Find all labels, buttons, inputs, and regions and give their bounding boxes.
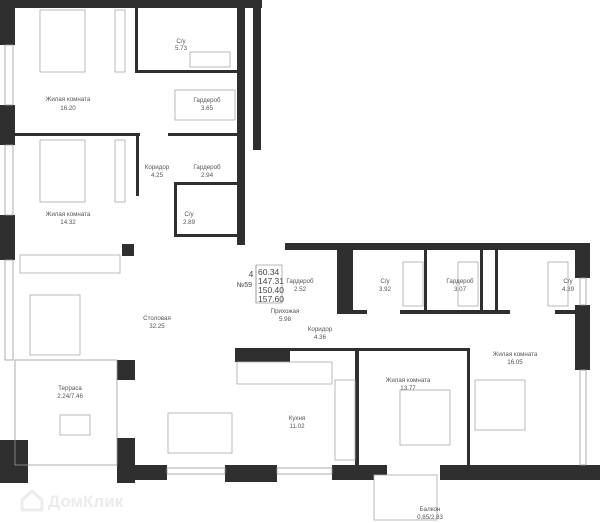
room-name: Коридор — [145, 164, 170, 171]
room-area: 16.05 — [507, 359, 523, 366]
fixtures — [4, 9, 587, 521]
info-rooms: 4 — [249, 269, 254, 279]
room-name: Коридор — [308, 326, 333, 333]
room-name: С/у — [176, 38, 186, 45]
room-name: Прихожая — [271, 308, 300, 315]
room-name: Гардероб — [193, 164, 221, 171]
room-area: 3.65 — [201, 105, 214, 112]
room-area: 2.24/7.46 — [57, 393, 83, 400]
walls — [0, 0, 600, 483]
room-name: С/у — [184, 211, 194, 218]
room-area: 4.39 — [562, 286, 575, 293]
room-area: 11.02 — [289, 423, 305, 430]
room-area: 4.25 — [151, 172, 164, 179]
room-name: Жилая комната — [46, 96, 91, 103]
room-area: 0.85/2.83 — [417, 514, 443, 521]
room-name: Гардероб — [193, 97, 221, 104]
room-area: 4.36 — [314, 334, 327, 341]
room-name: С/у — [563, 278, 573, 285]
room-labels: Жилая комната 16.20 С/у 5.73 Гардероб 3.… — [46, 38, 575, 521]
watermark: ДомКлик — [20, 488, 124, 512]
room-area: 3.07 — [454, 286, 467, 293]
info-area-0: 60.34 — [258, 267, 280, 277]
room-name: Жилая комната — [386, 377, 431, 384]
room-area: 2.89 — [183, 219, 196, 226]
info-number: №59 — [237, 282, 252, 289]
room-name: С/у — [380, 278, 390, 285]
room-name: Балкон — [420, 506, 441, 513]
info-area-3: 157.60 — [258, 294, 284, 304]
room-name: Гардероб — [446, 278, 474, 285]
room-area: 2.52 — [294, 286, 307, 293]
house-logo-icon — [20, 488, 44, 512]
room-area: 16.20 — [60, 105, 76, 112]
room-name: Жилая комната — [46, 211, 91, 218]
room-area: 2.94 — [201, 172, 214, 179]
room-area: 13.77 — [400, 385, 416, 392]
info-area-2: 150.40 — [258, 285, 284, 295]
room-area: 3.92 — [379, 286, 392, 293]
watermark-text: ДомКлик — [48, 492, 124, 511]
room-name: Терраса — [58, 385, 82, 392]
room-name: Столовая — [143, 315, 171, 322]
info-area-1: 147.31 — [258, 276, 284, 286]
room-area: 14.32 — [60, 219, 76, 226]
apartment-info: 4 №59 60.34 147.31 150.40 157.60 — [237, 264, 284, 304]
room-name: Гардероб — [286, 278, 314, 285]
room-name: Жилая комната — [493, 351, 538, 358]
room-name: Кухня — [289, 415, 306, 422]
room-area: 32.25 — [149, 323, 165, 330]
room-area: 5.73 — [175, 45, 188, 52]
room-area: 5.98 — [279, 316, 292, 323]
